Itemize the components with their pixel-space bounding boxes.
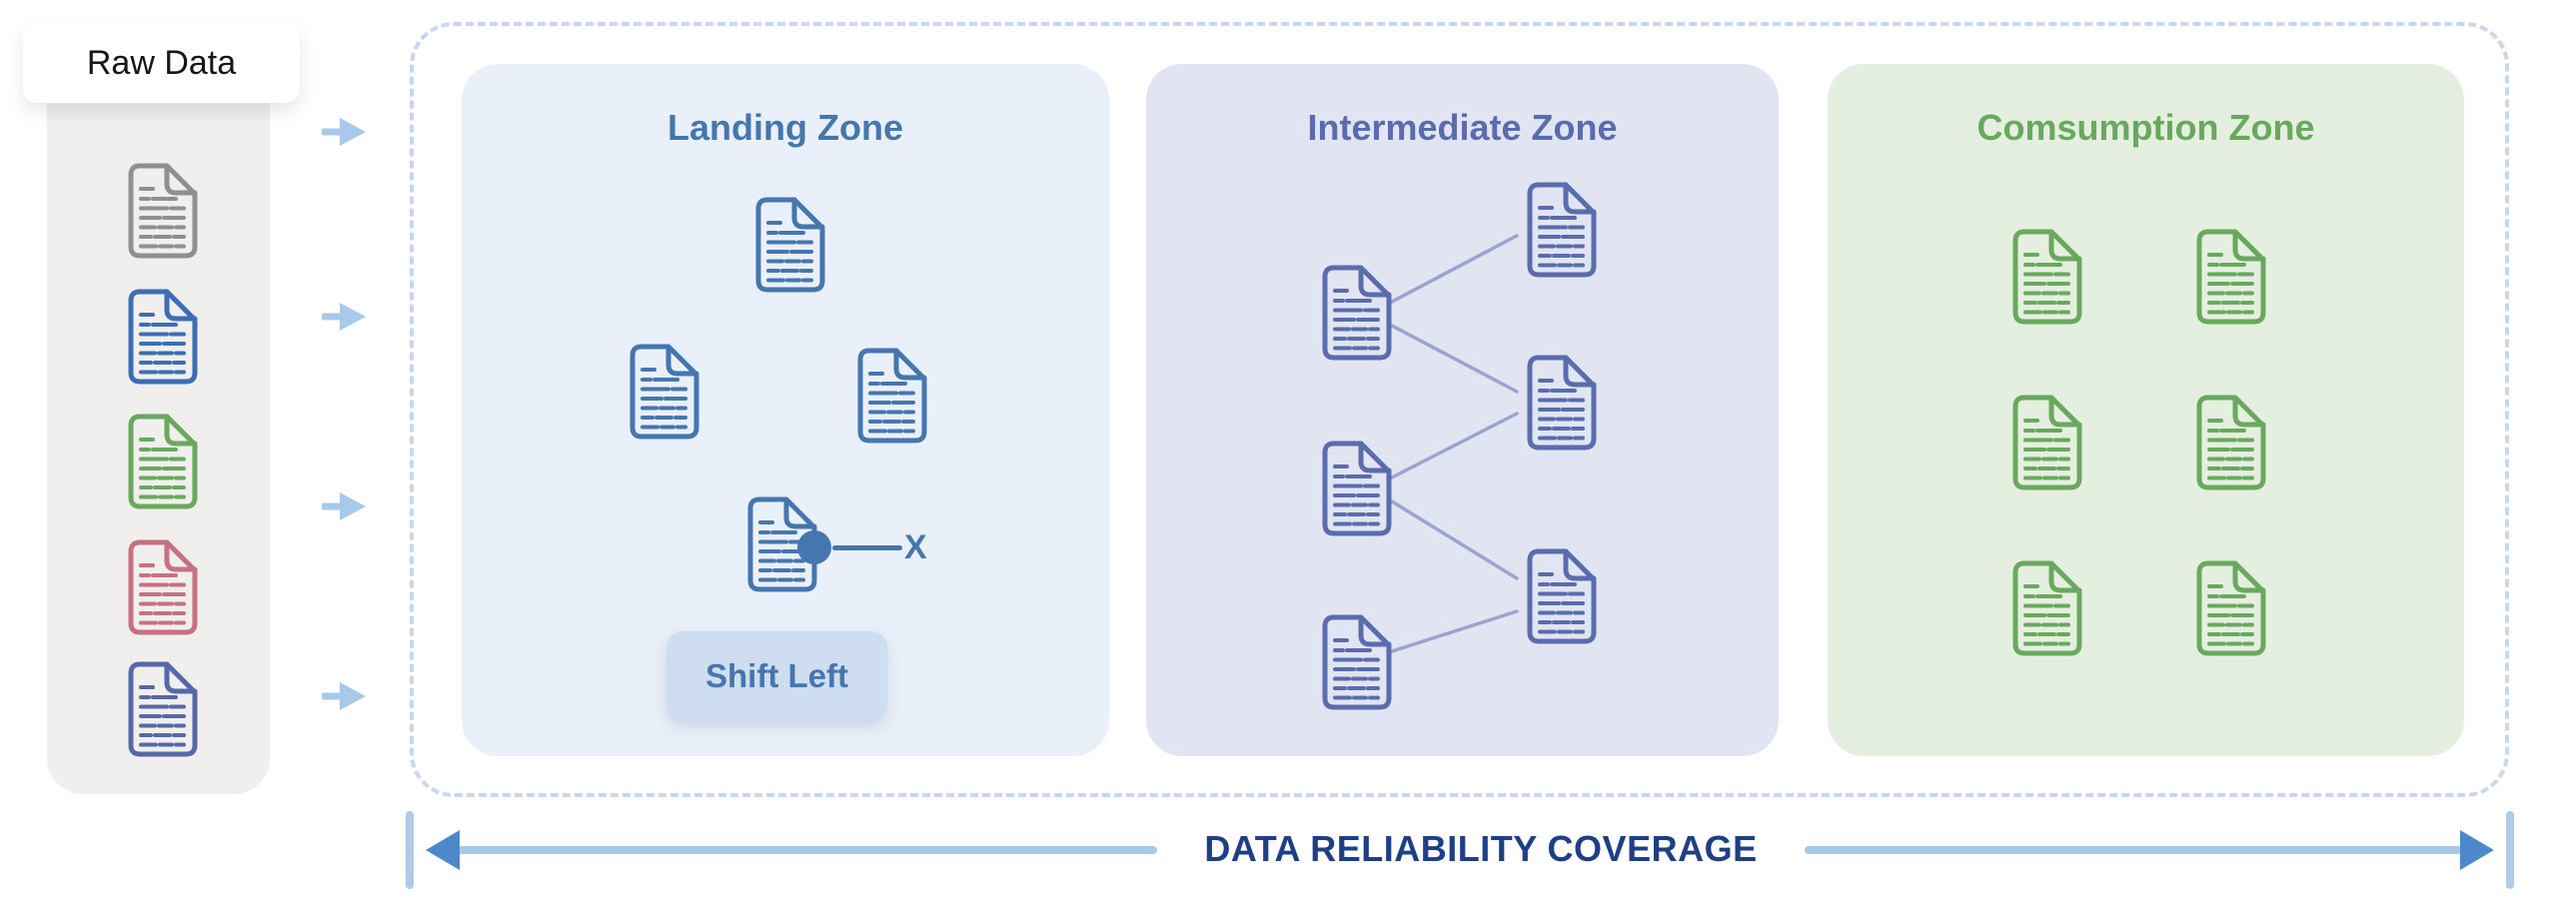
raw-data-column [47, 40, 270, 794]
landing-zone-panel: Landing Zone X Shift Left [462, 64, 1109, 756]
landing-document-icon [620, 342, 699, 442]
ingest-arrow-icon [322, 679, 368, 713]
quality-check-connector [832, 545, 902, 550]
landing-document-icon [847, 346, 927, 446]
consumption-document-icon [2002, 227, 2082, 327]
ingest-arrow-icon [322, 489, 368, 523]
intermediate-document-icon [1312, 263, 1392, 363]
shift-left-button[interactable]: Shift Left [666, 631, 887, 721]
coverage-label: DATA RELIABILITY COVERAGE [1204, 828, 1758, 869]
quality-check-dot-icon [797, 530, 831, 564]
raw-document-gray-icon [118, 161, 198, 261]
coverage-left-endcap [406, 811, 414, 889]
raw-document-indigo-icon [118, 659, 198, 759]
intermediate-document-icon [1517, 180, 1597, 280]
lineage-connector-lines [1390, 234, 1519, 653]
consumption-document-icon [2186, 227, 2266, 327]
intermediate-zone-title: Intermediate Zone [1307, 107, 1618, 148]
intermediate-document-icon [1312, 612, 1392, 712]
ingest-arrow-icon [322, 300, 368, 334]
coverage-right-endcap [2506, 811, 2514, 889]
consumption-document-icon [2186, 558, 2266, 658]
intermediate-document-icon [1312, 439, 1392, 538]
rejected-data-x-marker: X [904, 528, 927, 566]
intermediate-document-icon [1517, 546, 1597, 646]
coverage-arrow-left-icon [426, 830, 1157, 870]
consumption-document-icon [2186, 393, 2266, 492]
consumption-document-icon [2002, 558, 2082, 658]
consumption-document-icon [2002, 393, 2082, 492]
raw-data-label: Raw Data [23, 23, 300, 103]
raw-document-red-icon [118, 537, 198, 637]
consumption-zone-panel: Comsumption Zone [1828, 64, 2464, 756]
reliability-coverage-boundary [410, 22, 2509, 797]
consumption-zone-title: Comsumption Zone [1976, 107, 2315, 148]
ingest-arrow-icon [322, 115, 368, 149]
raw-document-green-icon [118, 412, 198, 511]
landing-document-icon [745, 195, 825, 295]
intermediate-zone-panel: Intermediate Zone [1146, 64, 1779, 756]
coverage-arrow-right-icon [1805, 830, 2494, 870]
raw-document-blue-icon [118, 287, 198, 387]
landing-zone-title: Landing Zone [667, 107, 903, 148]
intermediate-document-icon [1517, 353, 1597, 453]
